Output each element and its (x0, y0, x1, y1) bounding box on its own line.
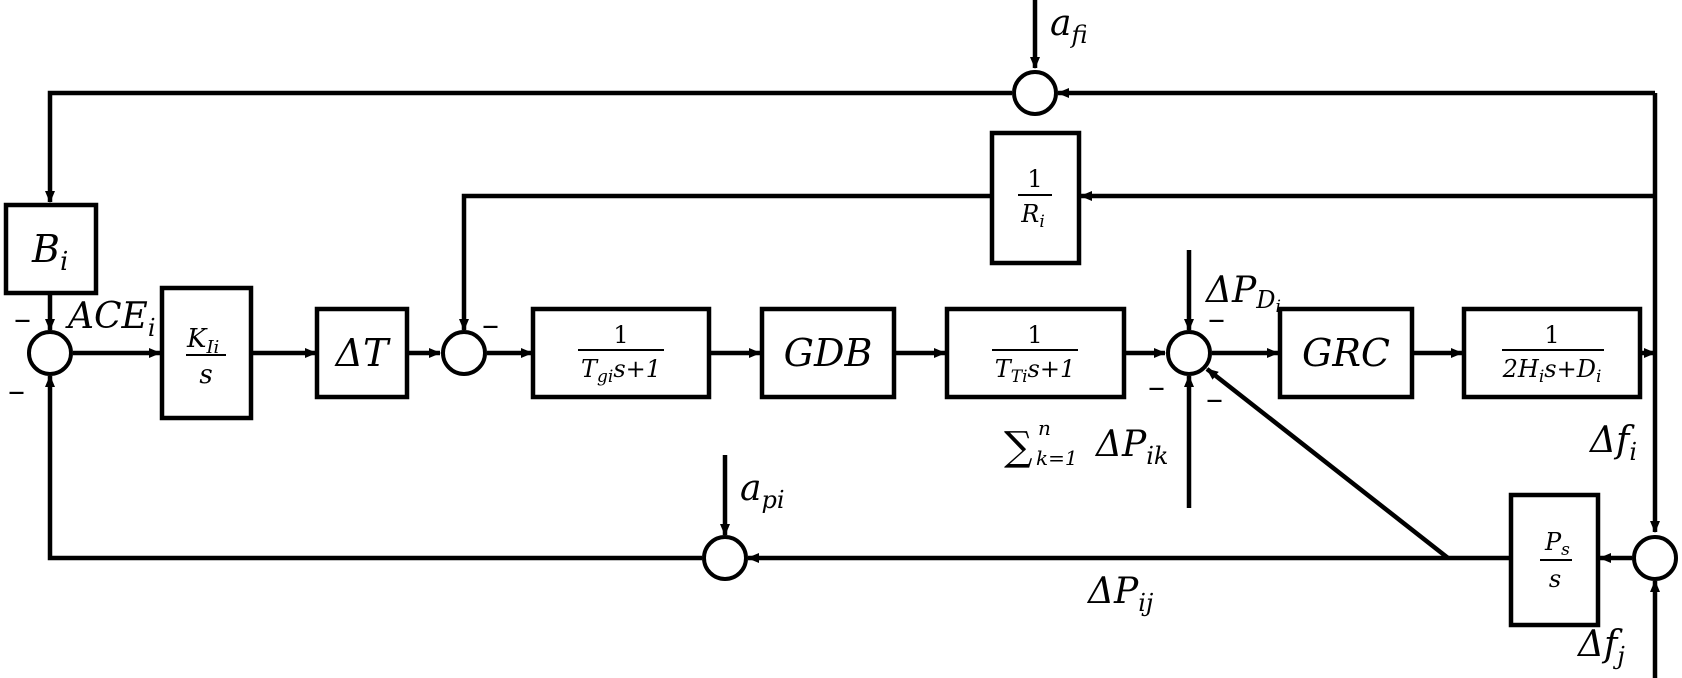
block-H-den-b: s+D (1544, 355, 1596, 383)
wire-dpij-to-sum3 (1205, 367, 1450, 560)
block-H-den-b-sub: i (1596, 367, 1601, 387)
svg-text:k=1: k=1 (1036, 446, 1078, 470)
block-KI: KIi s (159, 285, 254, 421)
svg-text:n: n (1038, 416, 1051, 440)
block-Tg-den-main: T (581, 355, 599, 383)
label-dpij: ΔPij (1086, 571, 1154, 617)
label-sum-dpik: ∑ n k=1 ΔPik (1004, 416, 1168, 470)
svg-text:Ri: Ri (1020, 200, 1045, 232)
block-R-den-sub: i (1039, 212, 1044, 232)
block-Ps-num-main: P (1544, 528, 1562, 556)
svg-text:Bi: Bi (31, 227, 68, 277)
wire-api-sum-to-ace-sum (45, 375, 702, 561)
block-H: 1 2His+Di (1461, 306, 1643, 400)
block-GDB: GDB (759, 306, 897, 400)
sum-junction-top (1012, 70, 1058, 116)
block-B-sub: i (60, 247, 68, 277)
block-Ps: Ps s (1508, 492, 1601, 628)
label-api: api (740, 468, 785, 514)
summing-junctions (27, 70, 1678, 581)
block-KI-num-main: K (186, 324, 208, 354)
block-Tg-den-tail: s+1 (613, 355, 661, 383)
label-ace: ACEi (65, 296, 156, 342)
block-R-num: 1 (1027, 165, 1042, 193)
block-H-den-a-sub: i (1539, 367, 1544, 387)
block-B: Bi (3, 202, 99, 296)
svg-text:ΔPik: ΔPik (1094, 424, 1168, 470)
svg-text:KIi: KIi (186, 324, 219, 358)
wire-R-to-sum2 (459, 193, 990, 331)
svg-text:Tgis+1: Tgis+1 (581, 355, 661, 387)
sum-junction-api (702, 535, 748, 581)
signal-wires (45, 0, 1660, 678)
block-TT-den-main: T (995, 355, 1013, 383)
sum-junction-governor (441, 330, 487, 376)
block-TT-den-sub: Ti (1011, 367, 1028, 387)
block-KI-den: s (199, 360, 212, 390)
block-TT-den-tail: s+1 (1028, 355, 1076, 383)
sign-minus-ace-bottom: – (8, 371, 25, 411)
svg-text:∑: ∑ (1004, 424, 1033, 470)
block-Tg-den-sub: gi (597, 367, 613, 387)
sign-minus-dpij: – (1206, 379, 1223, 419)
block-GRC: GRC (1277, 306, 1415, 400)
block-B-main: B (31, 227, 60, 271)
block-Tg-num: 1 (613, 321, 628, 349)
block-TT: 1 TTis+1 (944, 306, 1127, 400)
label-dfj: Δfj (1576, 624, 1625, 670)
label-dfi: Δfi (1588, 420, 1637, 466)
sign-minus-dpd: – (1208, 299, 1225, 339)
block-DT-text: ΔT (334, 331, 391, 375)
label-dpd: ΔPDi (1204, 270, 1281, 317)
svg-text:2His+Di: 2His+Di (1502, 355, 1602, 387)
sum-junction-ace (27, 330, 73, 376)
sum-junction-tie (1632, 535, 1678, 581)
block-Ps-den: s (1549, 565, 1561, 593)
sign-minus-dpik: – (1148, 367, 1165, 407)
sign-minus-governor: – (482, 305, 499, 345)
sum-junction-power (1166, 330, 1212, 376)
sign-marks: – – – – – – (8, 299, 1225, 419)
sign-minus-ace-top: – (14, 299, 31, 339)
block-H-num: 1 (1544, 321, 1559, 349)
block-R: 1 Ri (989, 130, 1082, 266)
block-GRC-text: GRC (1302, 331, 1390, 375)
block-Ps-num-sub: s (1561, 540, 1570, 560)
block-GDB-text: GDB (784, 331, 873, 375)
block-DT: ΔT (314, 306, 410, 400)
label-afi: afi (1050, 3, 1087, 49)
block-KI-num-sub: Ii (205, 337, 219, 358)
block-TT-num: 1 (1027, 321, 1042, 349)
block-R-den-main: R (1020, 200, 1039, 228)
block-Tg: 1 Tgis+1 (530, 306, 712, 400)
svg-text:Ps: Ps (1544, 528, 1570, 560)
svg-text:TTis+1: TTis+1 (995, 355, 1076, 387)
block-H-den-a: 2H (1502, 355, 1540, 383)
wire-top-sum-to-B (45, 90, 1012, 203)
